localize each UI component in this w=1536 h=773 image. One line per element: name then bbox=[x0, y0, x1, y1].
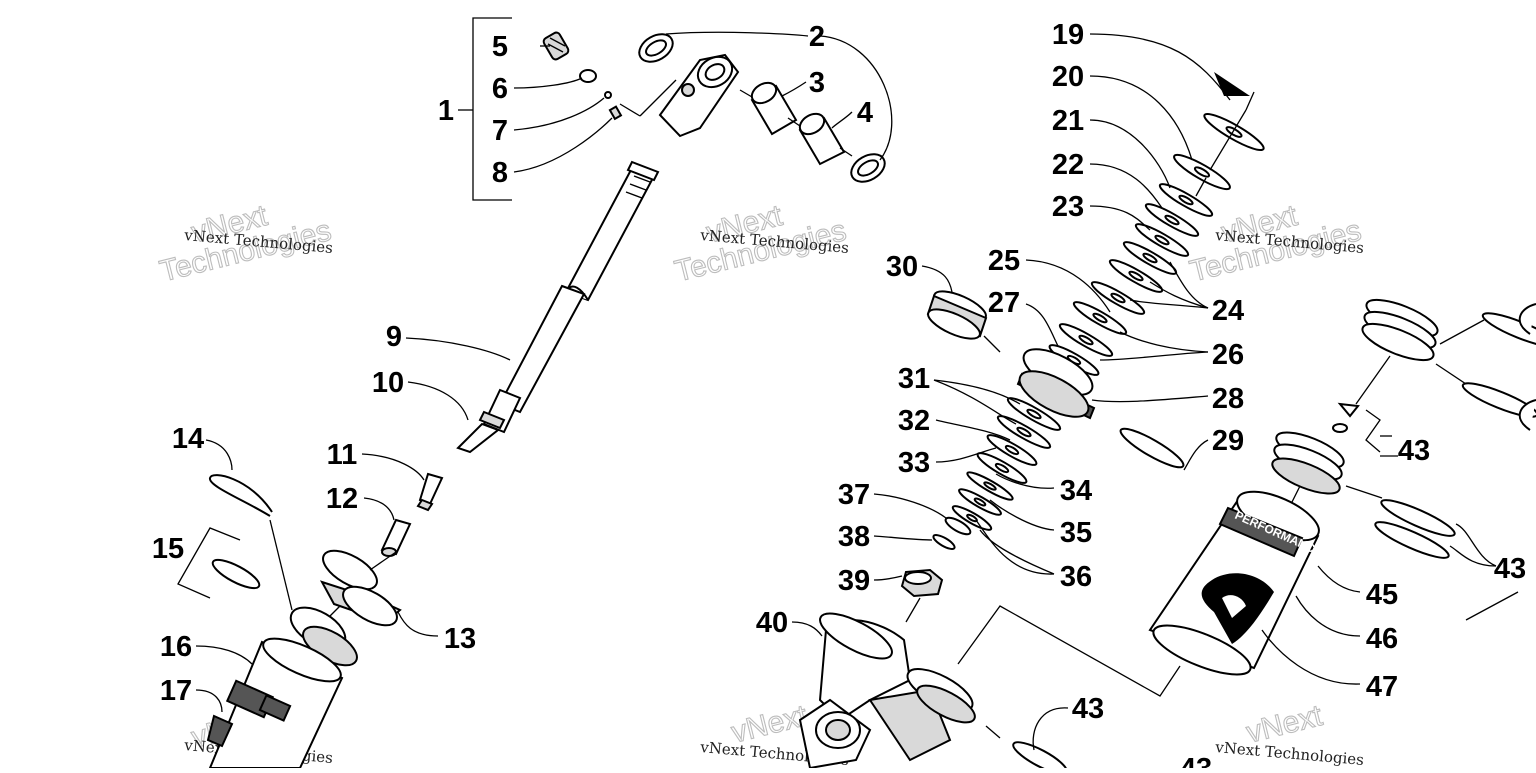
callout-labels: 1234567891011121314151617192021222324252… bbox=[152, 19, 1526, 773]
callout-number-34: 34 bbox=[1060, 475, 1092, 507]
valve-stem-part bbox=[542, 31, 570, 61]
callout-number-39: 39 bbox=[838, 565, 870, 597]
callout-number-46: 46 bbox=[1366, 623, 1398, 655]
o-ring-part bbox=[1374, 521, 1450, 559]
spring-part bbox=[608, 105, 623, 121]
pin-part bbox=[380, 518, 412, 557]
callout-number-10: 10 bbox=[372, 367, 404, 399]
callout-number-11: 11 bbox=[327, 439, 358, 471]
retaining-ring-part bbox=[211, 558, 261, 590]
callout-number-31: 31 bbox=[898, 363, 930, 395]
callout-number-32: 32 bbox=[898, 405, 930, 437]
callout-number-24: 24 bbox=[1212, 295, 1244, 327]
callout-number-43: 43 bbox=[1398, 435, 1430, 467]
callout-number-29: 29 bbox=[1212, 425, 1244, 457]
rod-end-part bbox=[456, 388, 522, 454]
callout-number-38: 38 bbox=[838, 521, 870, 553]
callout-number-22: 22 bbox=[1052, 149, 1084, 181]
callout-number-7: 7 bbox=[492, 115, 508, 147]
callout-number-9: 9 bbox=[386, 321, 402, 353]
screw-part bbox=[1337, 402, 1360, 418]
callout-number-2: 2 bbox=[809, 21, 825, 53]
callout-number-14: 14 bbox=[172, 423, 204, 455]
callout-number-12: 12 bbox=[326, 483, 358, 515]
o-ring-part bbox=[1461, 382, 1536, 418]
callout-number-40: 40 bbox=[756, 607, 788, 639]
needle-part bbox=[416, 472, 444, 512]
floating-piston-part bbox=[1271, 431, 1345, 495]
piston-ring-part bbox=[1119, 427, 1185, 469]
shaft-part bbox=[498, 160, 660, 414]
washer-part bbox=[932, 534, 956, 550]
callout-number-17: 17 bbox=[160, 675, 192, 707]
callout-number-6: 6 bbox=[492, 73, 508, 105]
o-ring-part bbox=[1332, 423, 1348, 433]
callout-number-19: 19 bbox=[1052, 19, 1084, 51]
callout-number-20: 20 bbox=[1052, 61, 1084, 93]
callout-number-47: 47 bbox=[1366, 671, 1398, 703]
seal-cup-part bbox=[289, 606, 358, 667]
callout-number-23: 23 bbox=[1052, 191, 1084, 223]
bushing-part bbox=[798, 112, 846, 166]
shock-body-part bbox=[206, 637, 344, 769]
callout-number-16: 16 bbox=[160, 631, 192, 663]
callout-number-45: 45 bbox=[1366, 579, 1398, 611]
callout-number-43: 43 bbox=[1180, 753, 1212, 768]
bracket-group-1 bbox=[458, 17, 512, 201]
callout-number-33: 33 bbox=[898, 447, 930, 479]
piston-part bbox=[1016, 348, 1096, 420]
reservoir-cap-part bbox=[1361, 298, 1439, 362]
nut-part bbox=[900, 568, 944, 598]
direction-arrow-icon bbox=[1214, 72, 1250, 96]
shim-stack-part bbox=[951, 397, 1062, 531]
ball-part bbox=[604, 91, 612, 99]
seal-head-part bbox=[319, 549, 402, 627]
o-ring-part bbox=[1380, 499, 1456, 537]
callout-number-3: 3 bbox=[809, 67, 825, 99]
callout-number-30: 30 bbox=[886, 251, 918, 283]
watermark-text: vNext Technologies bbox=[1214, 738, 1365, 768]
o-ring-part bbox=[579, 69, 597, 83]
snap-ring-part bbox=[209, 474, 273, 517]
callout-number-36: 36 bbox=[1060, 561, 1092, 593]
callout-number-43: 43 bbox=[1494, 553, 1526, 585]
bushing-part bbox=[750, 81, 798, 136]
callout-number-25: 25 bbox=[988, 245, 1020, 277]
washer-part bbox=[944, 516, 972, 536]
reservoir-body-part: PERFORMANCE bbox=[1148, 490, 1324, 676]
callout-number-15: 15 bbox=[152, 533, 184, 565]
callout-number-1: 1 bbox=[438, 95, 454, 127]
callout-number-5: 5 bbox=[492, 31, 508, 63]
callout-number-21: 21 bbox=[1052, 105, 1084, 137]
callout-number-35: 35 bbox=[1060, 517, 1092, 549]
o-ring-part bbox=[1012, 741, 1068, 773]
callout-number-8: 8 bbox=[492, 157, 508, 189]
callout-number-4: 4 bbox=[857, 97, 873, 129]
body-cap-part bbox=[798, 612, 976, 770]
callout-number-26: 26 bbox=[1212, 339, 1244, 371]
piston-cap-part bbox=[926, 290, 988, 340]
shim-stack-part bbox=[1048, 112, 1265, 376]
callout-number-28: 28 bbox=[1212, 383, 1244, 415]
callout-number-37: 37 bbox=[838, 479, 870, 511]
rod-eye-part bbox=[658, 53, 740, 138]
callout-number-13: 13 bbox=[444, 623, 476, 655]
callout-number-27: 27 bbox=[988, 287, 1020, 319]
callout-number-43: 43 bbox=[1072, 693, 1104, 725]
